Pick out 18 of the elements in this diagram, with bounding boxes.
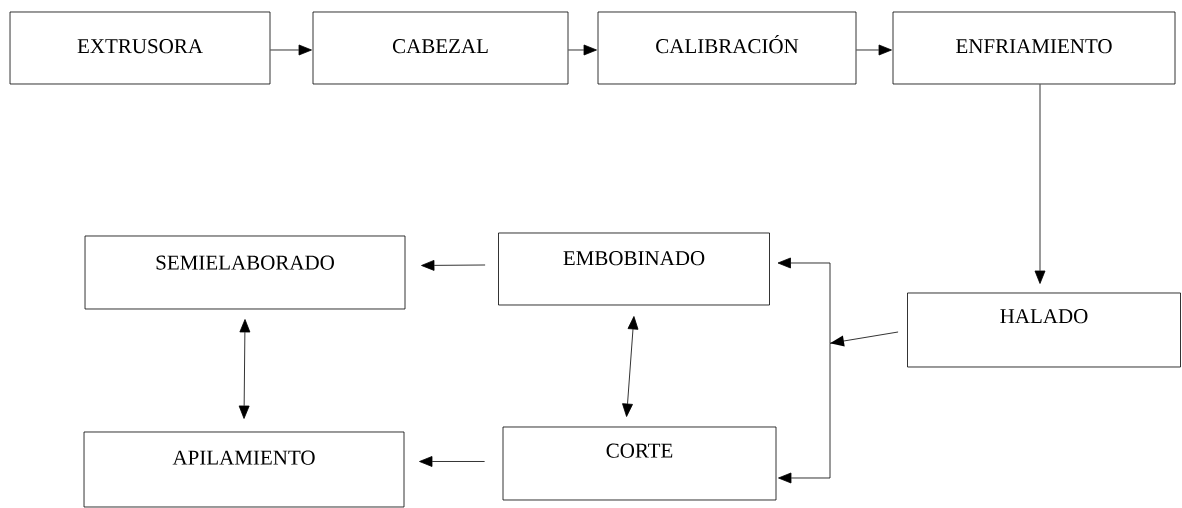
arrow [270,44,312,56]
arrow [622,316,639,417]
process-box: EXTRUSORA [9,11,271,85]
process-box: EMBOBINADO [498,232,770,306]
arrow [419,456,485,467]
arrow [238,319,251,419]
arrow [1034,84,1046,284]
arrow [568,44,597,56]
process-box: CORTE [502,426,777,501]
bracket-arrow [777,257,899,484]
arrow [421,260,486,271]
process-box: ENFRIAMIENTO [892,11,1176,85]
process-box: CABEZAL [312,11,569,85]
process-box: HALADO [907,292,1181,368]
process-box: APILAMIENTO [83,431,405,508]
process-box: SEMIELABORADO [84,235,406,310]
arrow [856,44,892,56]
process-box: CALIBRACIÓN [597,11,857,85]
